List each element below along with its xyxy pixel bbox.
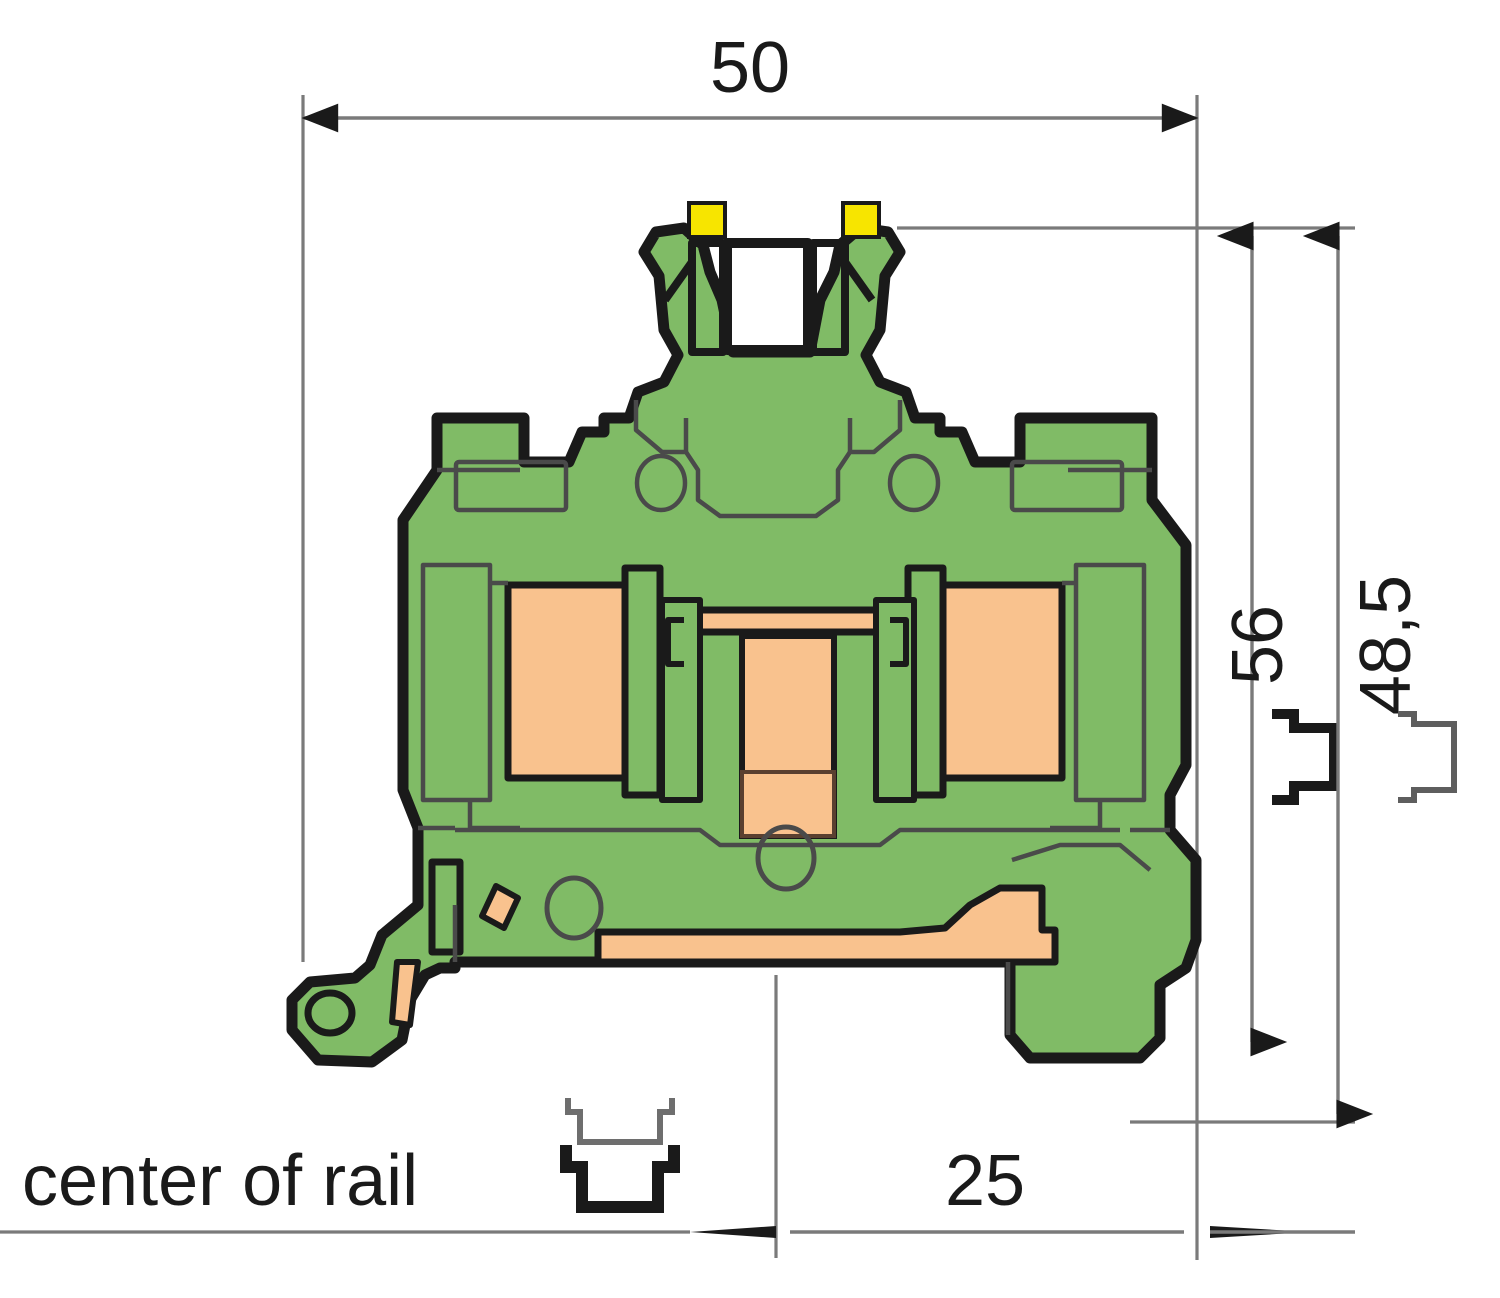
terminal-block-graphic bbox=[286, 201, 1202, 1068]
body-contour-lines bbox=[453, 400, 1125, 519]
body-hole-lower-left bbox=[544, 875, 604, 941]
body-hole-lower-center bbox=[755, 824, 817, 892]
center-of-rail-annotation: center of rail bbox=[22, 1098, 680, 1221]
dimension-25: 25 bbox=[690, 1141, 1355, 1238]
release-lever-metal bbox=[389, 959, 421, 1028]
dimension-485-label: 48,5 bbox=[1346, 575, 1426, 715]
dimension-25-label: 25 bbox=[945, 1141, 1025, 1221]
screw-head-hook-left bbox=[665, 617, 684, 667]
test-point-marker-right bbox=[841, 201, 881, 239]
dimension-50: 50 bbox=[301, 28, 1199, 133]
metal-foot-contact bbox=[594, 884, 1059, 966]
clamp-throat-opening bbox=[722, 238, 813, 355]
dimension-25-arrow-left bbox=[690, 1226, 776, 1238]
dimension-50-label: 50 bbox=[710, 28, 790, 108]
right-foot-contour bbox=[1011, 842, 1152, 872]
dimension-56-label: 56 bbox=[1218, 605, 1298, 685]
latch-diamond-hole bbox=[479, 883, 521, 931]
din-rail-profile-icon bbox=[560, 1145, 680, 1213]
center-of-rail-label: center of rail bbox=[22, 1141, 418, 1221]
screw-head-hook-right bbox=[890, 617, 909, 667]
screw-cage-inner-left bbox=[659, 597, 703, 803]
latch-slot-left bbox=[428, 858, 464, 956]
metal-clamp-right bbox=[939, 581, 1066, 782]
screw-cage-left bbox=[621, 564, 664, 799]
test-point-marker-left bbox=[687, 201, 727, 239]
extension-lines bbox=[0, 95, 1355, 1260]
g-rail-symbol-485 bbox=[1398, 711, 1457, 803]
g-rail-profile-icon bbox=[565, 1098, 675, 1145]
lower-housing-detail bbox=[304, 824, 1152, 1037]
foot-release-hole bbox=[304, 989, 356, 1037]
dimension-485: 48,5 bbox=[1302, 221, 1457, 1129]
metal-clamp-left bbox=[504, 581, 629, 782]
housing-inner-contours bbox=[420, 562, 1147, 848]
body-overlay-shapes bbox=[621, 564, 947, 803]
upper-body-contours bbox=[418, 467, 1170, 833]
